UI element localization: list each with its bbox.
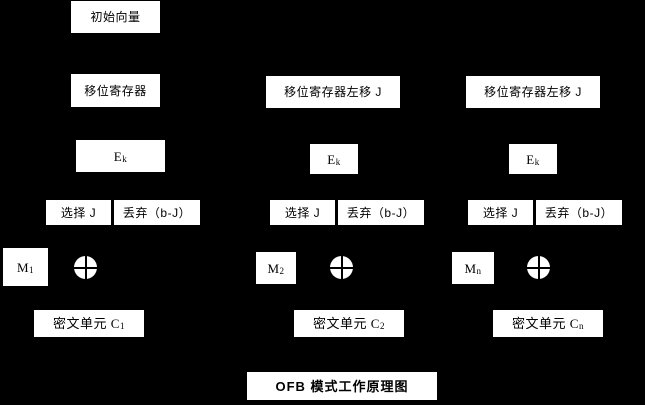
ciphertext-label: 密文单元 C <box>512 316 579 331</box>
discard-box-1: 丢弃（b-J） <box>114 200 200 225</box>
shift-register-box-2: 移位寄存器左移 J <box>266 76 400 108</box>
xor-icon-3 <box>527 256 550 279</box>
cipher-function-subscript: k <box>534 156 540 167</box>
cipher-function-subscript: k <box>335 156 341 167</box>
discard-box-2: 丢弃（b-J） <box>338 200 424 225</box>
diagram-title: OFB 模式工作原理图 <box>247 372 437 400</box>
select-box-3: 选择 J <box>468 200 533 225</box>
ciphertext-subscript: 1 <box>119 321 125 331</box>
message-label: M <box>16 259 30 275</box>
ciphertext-label: 密文单元 C <box>313 316 380 331</box>
cipher-function-label: E <box>113 148 123 164</box>
initial-vector-box: 初始向量 <box>71 1 160 33</box>
message-subscript: 2 <box>279 265 285 276</box>
message-subscript: 1 <box>29 264 35 275</box>
select-box-2: 选择 J <box>270 200 335 225</box>
xor-vertical-line <box>340 256 343 279</box>
message-subscript: n <box>476 265 482 276</box>
ciphertext-label: 密文单元 C <box>53 316 120 331</box>
cipher-function-subscript: k <box>122 153 128 164</box>
cipher-function-label: E <box>526 151 535 167</box>
message-label: M <box>267 260 280 276</box>
shift-register-box-3: 移位寄存器左移 J <box>466 76 600 108</box>
select-box-1: 选择 J <box>46 200 111 225</box>
xor-icon-2 <box>330 256 353 279</box>
xor-vertical-line <box>84 256 87 279</box>
discard-box-3: 丢弃（b-J） <box>536 200 622 225</box>
message-label: M <box>464 260 477 276</box>
cipher-function-label: E <box>327 151 336 167</box>
xor-icon-1 <box>74 256 97 279</box>
xor-vertical-line <box>537 256 540 279</box>
ciphertext-subscript: 2 <box>379 321 385 331</box>
shift-register-box-1: 移位寄存器 <box>71 74 160 107</box>
ciphertext-subscript: n <box>578 321 584 331</box>
